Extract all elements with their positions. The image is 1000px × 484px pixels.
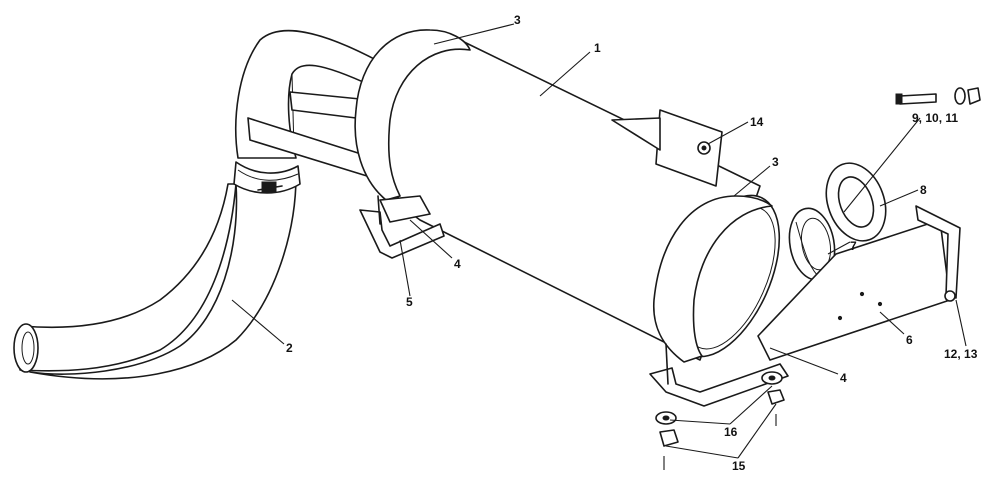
- pipe-clamp: [233, 161, 301, 194]
- callout-3-top: 3: [514, 13, 521, 27]
- callout-8: 8: [920, 183, 927, 197]
- callout-4-right: 4: [840, 371, 847, 385]
- callout-16: 16: [724, 425, 738, 439]
- muffler-band-clamps: [354, 29, 773, 363]
- callout-5: 5: [406, 295, 413, 309]
- bolt-hardware: [895, 87, 981, 105]
- gasket-ring: [825, 162, 887, 242]
- callout-9-10-11: 9, 10, 11: [912, 111, 958, 125]
- leader-lines: [231, 23, 967, 470]
- left-mount-foot: [359, 195, 445, 259]
- callout-12-13: 12, 13: [944, 347, 978, 361]
- mount-plate: [611, 109, 723, 187]
- callout-4-left: 4: [454, 257, 461, 271]
- callout-6: 6: [906, 333, 913, 347]
- callout-labels: 1 2 3 3 4 4 5 6 7 8 9, 10, 11 12, 13 14 …: [286, 13, 978, 473]
- right-mount-foot: [649, 343, 789, 407]
- callout-1: 1: [594, 41, 601, 55]
- callout-3-rear: 3: [772, 155, 779, 169]
- callout-15: 15: [732, 459, 746, 473]
- right-support-bracket: [757, 205, 961, 361]
- exhaust-pipe: [13, 29, 381, 380]
- callout-7: 7: [850, 239, 857, 253]
- callout-14: 14: [750, 115, 764, 129]
- washers-and-nuts: [655, 371, 785, 447]
- callout-2: 2: [286, 341, 293, 355]
